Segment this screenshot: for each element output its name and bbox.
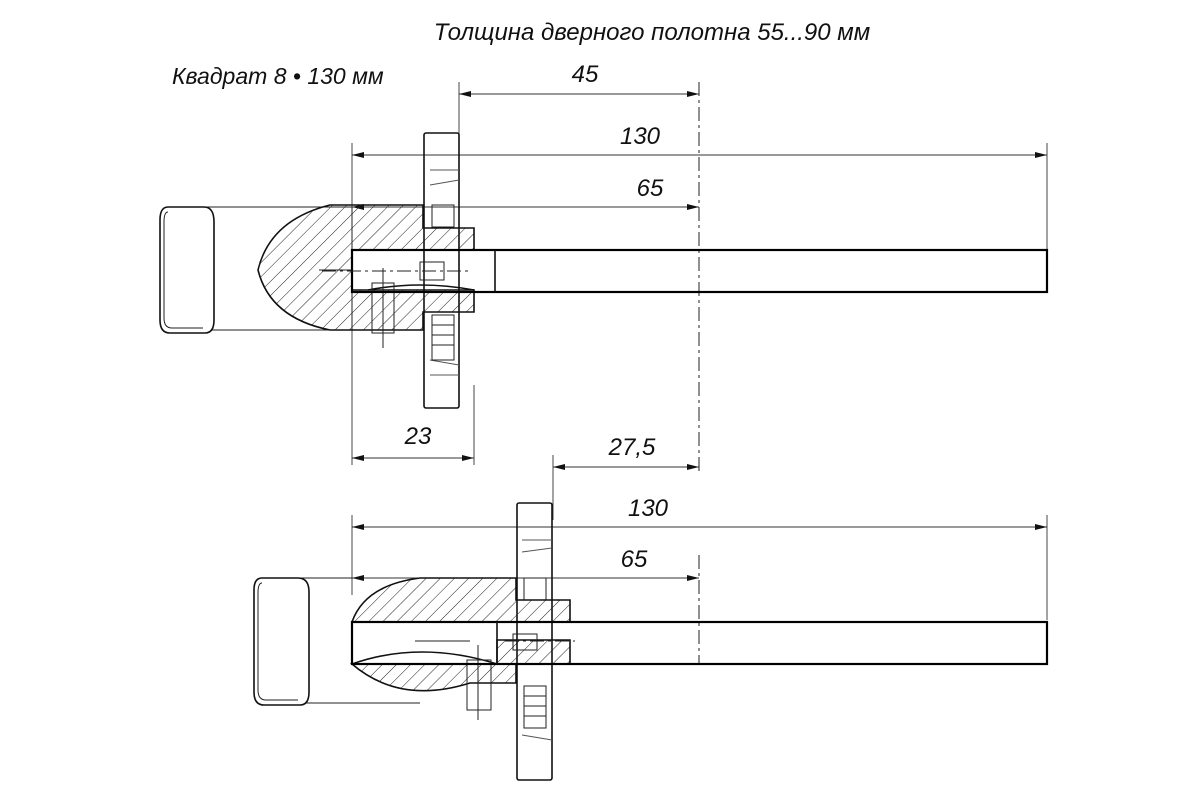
dim-27-5-text: 27,5 [608, 434, 656, 461]
bottom-handle-section [349, 577, 571, 720]
dim-45-text: 45 [572, 61, 599, 88]
door-thickness-title: Толщина дверного полотна 55...90 мм [434, 19, 870, 46]
bottom-spindle [350, 620, 1049, 666]
top-assembly: 45 130 65 23 27,5 [159, 61, 1049, 520]
dim-130-bottom-text: 130 [628, 495, 669, 522]
bottom-handle-grip [253, 577, 420, 706]
bottom-dimension-lines [352, 524, 1047, 581]
top-handle-section [257, 204, 475, 348]
bottom-assembly: 130 65 [253, 495, 1049, 781]
top-dimension-lines [352, 91, 1047, 470]
dim-65-bottom-text: 65 [621, 546, 648, 573]
spindle-spec-label: Квадрат 8 • 130 мм [172, 63, 384, 89]
dim-23-text: 23 [404, 423, 432, 450]
dim-65-top-text: 65 [637, 175, 664, 202]
dim-130-top-text: 130 [620, 123, 661, 150]
top-spindle [322, 248, 1049, 294]
